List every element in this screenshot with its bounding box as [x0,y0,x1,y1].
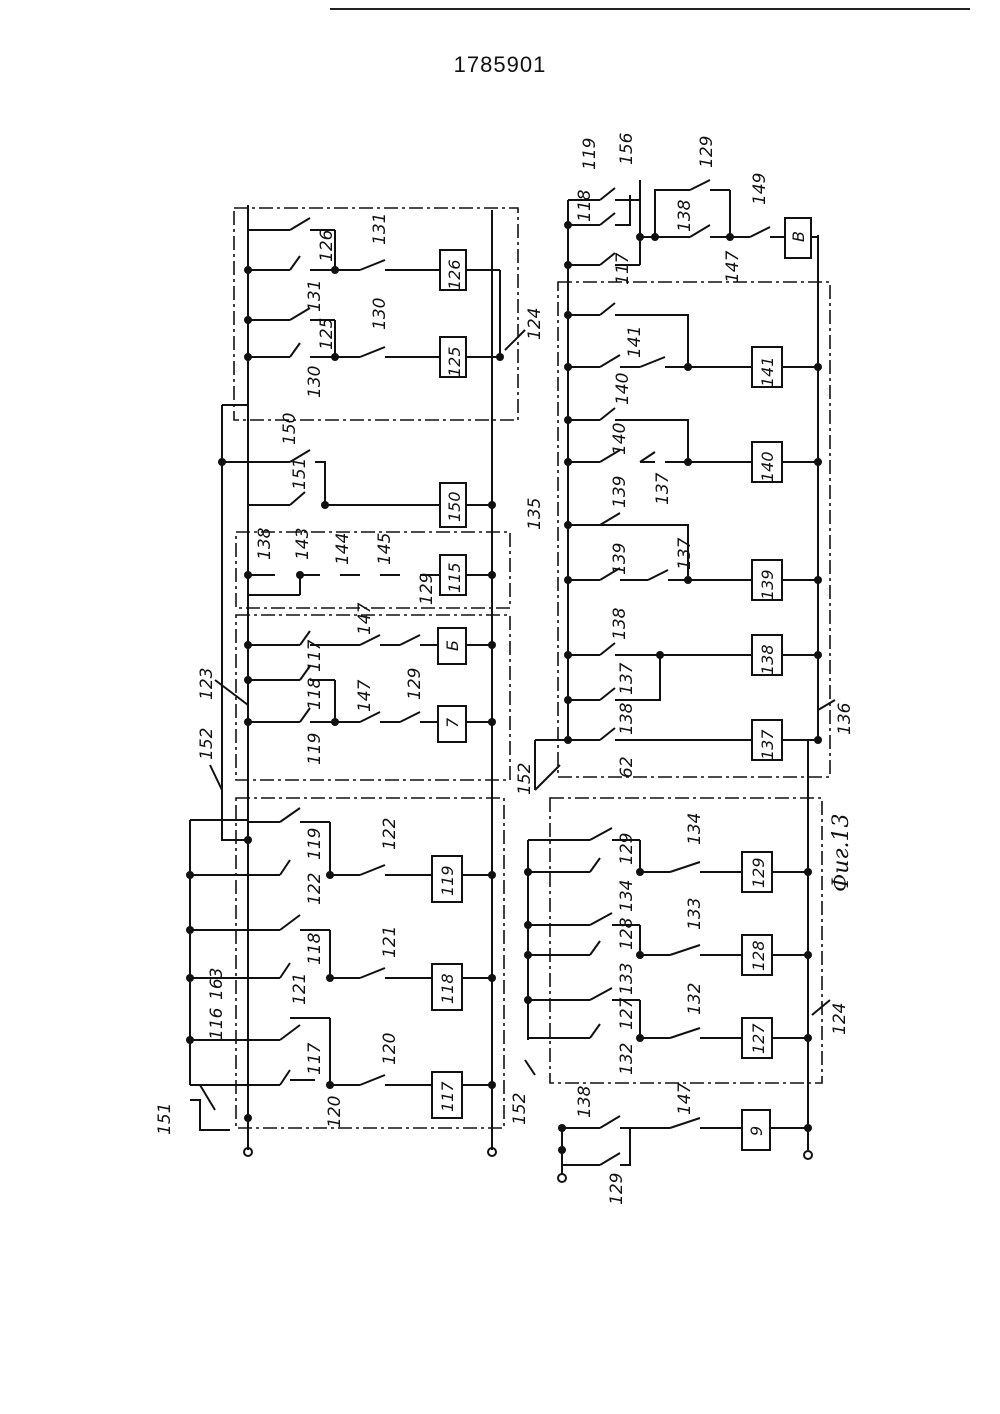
label-118-contact: 118 [305,932,325,965]
label-129-b: 129 [417,573,437,605]
coil-140: 140 [758,451,777,482]
label-138-v: 138 [675,199,695,232]
block-outline-124a [236,798,504,1128]
coil-119: 119 [438,865,457,896]
label-132-break: 132 [685,983,705,1015]
label-147-v: 147 [723,250,743,283]
coil-141: 141 [758,356,777,387]
label-143: 143 [293,528,313,560]
label-141-u: 141 [625,326,645,358]
label-139-u: 139 [610,543,630,575]
label-151: 151 [155,1103,175,1135]
label-139-u2: 139 [610,476,630,508]
coil-9: 9 [747,1126,766,1136]
label-121-contact: 121 [290,973,310,1005]
label-129-contact: 129 [617,833,637,865]
coil-7: 7 [443,717,462,728]
coil-137: 137 [758,729,777,760]
label-132-contact: 132 [617,1043,637,1075]
label-123: 123 [197,668,217,700]
coil-125: 125 [445,346,464,377]
label-144: 144 [333,533,353,565]
label-138-a: 138 [255,527,275,560]
label-62: 62 [617,756,637,778]
label-126-contact: 126 [317,229,337,262]
label-118-v: 118 [575,189,595,222]
coil-115: 115 [445,562,464,593]
label-121-break: 121 [380,926,400,958]
label-147-r: 147 [675,1082,695,1115]
label-122-contact: 122 [305,873,325,905]
group-block-123: 123 119 118 117 147 147 129 7 Б [197,602,510,780]
label-134-break: 134 [685,813,705,845]
label-128-contact: 128 [617,917,637,950]
label-163: 163 [207,968,227,1000]
group-relay-B: 118 119 117 156 138 129 147 149 В [564,132,818,285]
coil-128: 128 [749,940,768,971]
coil-127: 127 [749,1023,768,1054]
coil-118: 118 [438,973,457,1004]
coil-139: 139 [758,569,777,600]
coil-129: 129 [749,857,768,888]
label-145: 145 [375,533,395,565]
figure-caption: Фиг.13 [829,813,854,892]
coil-138: 138 [758,644,777,675]
block-outline-136 [558,282,830,777]
label-130-break: 130 [370,298,390,330]
label-117-b: 117 [305,639,325,672]
label-138-u2: 138 [610,607,630,640]
label-137-u: 137 [617,662,637,695]
coil-117: 117 [438,1081,457,1112]
label-117-v: 117 [613,252,633,285]
label-152-bottom: 152 [510,1093,530,1125]
label-131-contact: 131 [305,280,325,312]
label-135: 135 [525,498,545,530]
group-relays-125-126: 124 126 131 125 130 131 130 126 125 [222,208,545,420]
block-outline-135 [236,532,510,608]
label-134-contact: 134 [617,880,637,912]
label-152-left: 152 [197,728,217,760]
label-120-break: 120 [380,1033,400,1065]
label-118-b: 118 [305,677,325,710]
label-156-v: 156 [617,132,637,165]
label-125-contact: 125 [317,318,337,350]
label-133-contact: 133 [617,963,637,995]
label-129-v: 129 [697,136,717,168]
label-140-u2: 140 [613,373,633,405]
coil-B6: Б [443,640,462,651]
label-147-a: 147 [355,679,375,712]
label-151-b: 151 [290,458,310,490]
label-130-contact: 130 [305,366,325,398]
label-119-v: 119 [580,138,600,170]
label-138-r: 138 [575,1085,595,1118]
label-152-right: 152 [515,763,535,795]
label-117-contact: 117 [305,1042,325,1075]
coil-126: 126 [445,259,464,290]
label-136: 136 [835,702,855,735]
label-138-u: 138 [617,702,637,735]
label-140-u: 140 [610,423,630,455]
label-129-r: 129 [607,1173,627,1205]
label-131-break: 131 [370,213,390,245]
label-133-break: 133 [685,898,705,930]
label-116: 116 [207,1007,227,1040]
label-137-u2: 137 [675,537,695,570]
label-149-v: 149 [750,173,770,205]
label-150: 150 [280,413,300,445]
label-122-break: 122 [380,818,400,850]
label-137-u3: 137 [653,472,673,505]
group-relays-127-129: 152 124 138 129 147 9 129 134 128 133 12… [510,740,854,1205]
group-block-136: 152 136 62 138 137 138 139 137 139 137 1… [515,200,855,795]
label-124-bottom: 124 [830,1003,850,1035]
coil-150: 150 [445,491,464,522]
group-block-135: 135 138 143 144 145 129 115 [236,498,545,608]
label-120-contact: 120 [325,1096,345,1128]
label-129-a: 129 [405,668,425,700]
label-119-contact: 119 [305,828,325,860]
label-127-contact: 127 [617,997,637,1030]
coil-B: В [789,231,808,242]
label-124-top: 124 [525,308,545,340]
label-119-b: 119 [305,733,325,765]
